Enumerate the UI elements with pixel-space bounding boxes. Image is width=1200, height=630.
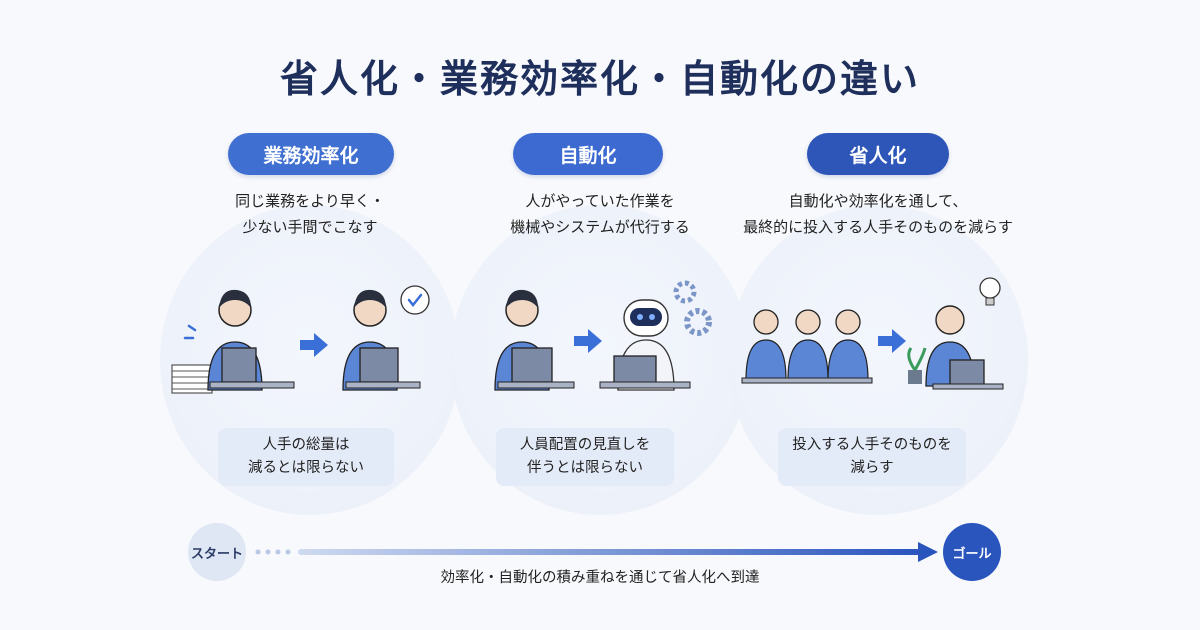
- efficiency-note: 人手の総量は 減るとは限らない: [218, 428, 394, 486]
- labor-saving-illustration: [741, 277, 1004, 390]
- efficiency-label: 業務効率化: [228, 133, 394, 175]
- column-labor-saving: 省人化 自動化や効率化を通して、 最終的に投入する人手そのものを減らす: [728, 0, 1028, 530]
- column-efficiency: 業務効率化 同じ業務をより早く・ 少ない手間でこなす: [160, 0, 460, 530]
- automation-note: 人員配置の見直しを 伴うとは限らない: [496, 428, 674, 486]
- single-worker-icon: [925, 305, 1004, 390]
- dot: [265, 549, 271, 555]
- labor-saving-description: 自動化や効率化を通して、 最終的に投入する人手そのものを減らす: [743, 192, 1013, 236]
- dot: [285, 549, 291, 555]
- lightbulb-icon: [979, 277, 1001, 306]
- page-title: 省人化・業務効率化・自動化の違い: [279, 57, 920, 101]
- progress-timeline: スタート ゴール 効率化・自動化の積み重ねを通じて省人化へ到達: [0, 520, 1200, 620]
- arrow-right-icon: [300, 333, 328, 357]
- stressed-worker-with-papers-icon: [183, 289, 295, 391]
- team-of-three-icon: [741, 309, 873, 384]
- plant-icon: [907, 347, 927, 384]
- efficiency-illustration: [171, 285, 430, 394]
- start-circle: スタート: [188, 523, 246, 581]
- arrow-head-icon: [918, 542, 938, 562]
- arrow-right-icon: [878, 329, 906, 353]
- gear-icon: [673, 280, 712, 336]
- checkmark-bubble-icon: [400, 285, 430, 315]
- column-automation: 自動化 人がやっていた作業を 機械やシステムが代行する: [450, 0, 750, 530]
- arrow-right-icon: [574, 329, 602, 353]
- efficiency-description: 同じ業務をより早く・ 少ない手間でこなす: [235, 192, 385, 236]
- automation-illustration: [494, 280, 712, 391]
- progress-arrow: [255, 542, 938, 562]
- automation-label: 自動化: [513, 133, 663, 175]
- automation-description: 人がやっていた作業を 機械やシステムが代行する: [510, 192, 690, 236]
- paper-stack-icon: [171, 364, 213, 394]
- worker-icon: [494, 289, 575, 391]
- relaxed-worker-icon: [342, 289, 421, 391]
- timeline-caption: 効率化・自動化の積み重ねを通じて省人化へ到達: [440, 570, 760, 586]
- robot-icon: [599, 299, 691, 391]
- goal-circle: ゴール: [943, 523, 1001, 581]
- dot: [255, 549, 261, 555]
- labor-saving-note: 投入する人手そのものを 減らす: [778, 428, 966, 486]
- labor-saving-label: 省人化: [807, 133, 949, 175]
- arrow-shaft: [298, 549, 920, 555]
- dot: [275, 549, 281, 555]
